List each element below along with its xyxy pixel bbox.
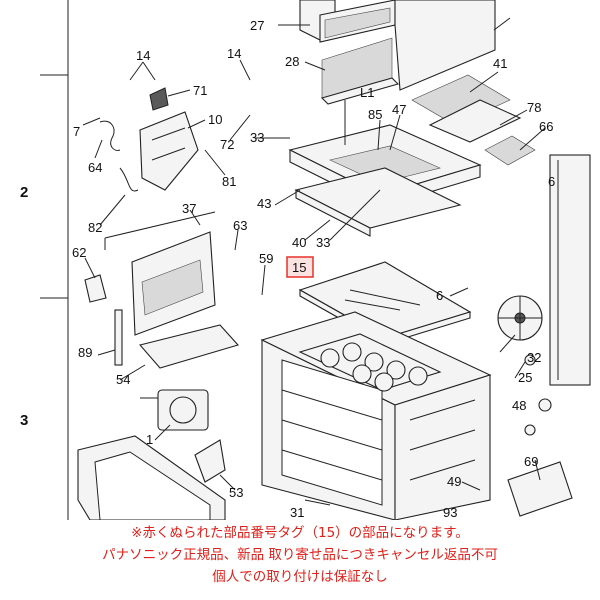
- part-64-82-wires: [99, 120, 139, 192]
- part-69-board: [507, 461, 573, 517]
- part-number-62: 62: [72, 245, 86, 260]
- part-number-54: 54: [116, 372, 130, 387]
- part-number-59: 59: [259, 251, 273, 266]
- part-number-6a: 6: [548, 174, 555, 189]
- part-31-cavity: [260, 311, 492, 520]
- caption-line-2: パナソニック正規品、新品 取り寄せ品につきキャンセル返品不可: [102, 547, 498, 563]
- part-27-panel: [299, 0, 511, 91]
- part-number-6b: 6: [436, 288, 443, 303]
- part-number-47: 47: [392, 102, 406, 117]
- part-number-25: 25: [518, 370, 532, 385]
- part-number-28: 28: [285, 54, 299, 69]
- part-41-sheet: [411, 71, 511, 126]
- part-62-89: [84, 274, 123, 366]
- part-48-25-fittings: [524, 354, 552, 436]
- leader-lines: [82, 24, 546, 506]
- part-number-81: 81: [222, 174, 236, 189]
- notice-caption: ※赤くぬられた部品番号タグ（15）の部品になります。 パナソニック正規品、新品 …: [0, 522, 600, 588]
- part-number-93: 93: [443, 505, 457, 520]
- front-panel: [77, 435, 226, 520]
- part-number-64: 64: [88, 160, 102, 175]
- part-number-27: 27: [250, 18, 264, 33]
- part-number-41: 41: [493, 56, 507, 71]
- part-number-85: 85: [368, 107, 382, 122]
- part-number-82: 82: [88, 220, 102, 235]
- part-right-strip: [549, 154, 591, 386]
- part-number-10: 10: [208, 112, 222, 127]
- part-number-78: 78: [527, 100, 541, 115]
- part-number-48: 48: [512, 398, 526, 413]
- part-number-15: 15: [292, 260, 306, 275]
- part-37-control-plate: [104, 211, 216, 336]
- row-ruler: 2 3: [20, 0, 69, 520]
- part-number-L1: L1: [360, 85, 374, 100]
- part-number-89: 89: [78, 345, 92, 360]
- row-label-2: 2: [20, 184, 28, 201]
- part-53-bracket: [194, 439, 226, 483]
- part-number-37: 37: [182, 201, 196, 216]
- part-number-14a: 14: [136, 48, 150, 63]
- part-number-1: 1: [146, 432, 153, 447]
- part-54-bracket: [138, 324, 239, 369]
- part-number-49: 49: [447, 474, 461, 489]
- part-40-plate: [294, 167, 462, 237]
- part-1-motor: [140, 389, 209, 431]
- part-number-72: 72: [220, 137, 234, 152]
- part-number-labels: 27 28 14 14 71 7 10 64 72 33 81 82 37 63…: [72, 18, 555, 520]
- part-number-53: 53: [229, 485, 243, 500]
- exploded-parts-diagram: 2 3: [20, 0, 591, 520]
- part-78-66: [428, 99, 536, 166]
- part-number-33b: 33: [316, 235, 330, 250]
- part-28-insulation: [320, 37, 400, 105]
- part-number-33a: 33: [250, 130, 264, 145]
- part-15-highlight-tag: 15: [286, 256, 314, 278]
- part-10-bracket: [139, 87, 199, 191]
- part-number-7: 7: [73, 124, 80, 139]
- caption-line-1: ※赤くぬられた部品番号タグ（15）の部品になります。: [131, 525, 469, 541]
- part-number-71: 71: [193, 83, 207, 98]
- part-number-40: 40: [292, 235, 306, 250]
- part-number-66: 66: [539, 119, 553, 134]
- part-number-63: 63: [233, 218, 247, 233]
- part-fan-32: [497, 295, 543, 341]
- part-number-69: 69: [524, 454, 538, 469]
- caption-line-3: 個人での取り付けは保証なし: [212, 569, 388, 585]
- part-number-32: 32: [527, 350, 541, 365]
- part-number-14b: 14: [227, 46, 241, 61]
- part-number-43: 43: [257, 196, 271, 211]
- part-number-31: 31: [290, 505, 304, 520]
- row-label-3: 3: [20, 412, 28, 429]
